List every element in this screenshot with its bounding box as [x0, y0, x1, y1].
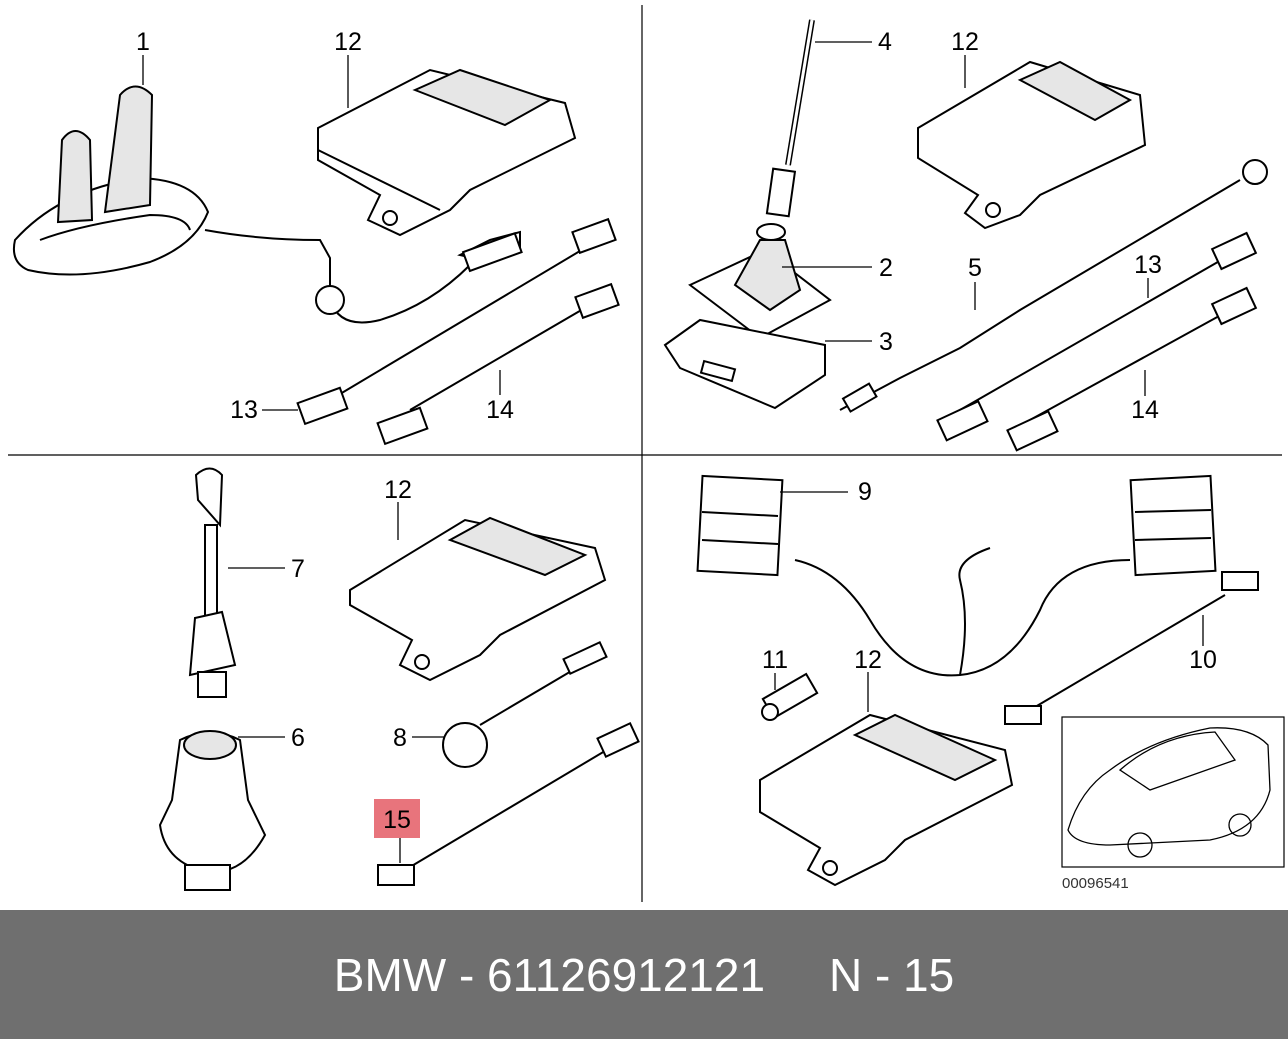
label-13-q1: 13 — [230, 396, 258, 424]
label-13-q2: 13 — [1134, 251, 1162, 279]
cable-15-icon — [377, 722, 640, 886]
parts-diagram: 1 12 13 14 4 12 2 3 5 13 14 7 12 6 8 15 … — [8, 5, 1285, 902]
cable-13-q2-icon — [936, 231, 1258, 442]
module-box-q1-icon — [317, 68, 577, 237]
label-14-q2: 14 — [1131, 396, 1159, 424]
cable-5-icon — [839, 159, 1268, 413]
label-7: 7 — [291, 555, 305, 583]
antenna-base-2-icon — [688, 223, 832, 340]
quadrant-dividers — [8, 5, 1282, 902]
label-12-q2: 12 — [951, 28, 979, 56]
module-box-q4-icon — [759, 713, 1014, 887]
label-1: 1 — [136, 28, 150, 56]
rod-antenna-icon — [765, 19, 815, 218]
label-6: 6 — [291, 724, 305, 752]
label-9: 9 — [858, 478, 872, 506]
footer-bar: BMW - 61126912121 N - 15 — [0, 910, 1288, 1039]
label-12-q1: 12 — [334, 28, 362, 56]
part-number-text: BMW - 61126912121 N - 15 — [333, 948, 955, 1001]
cable-10-icon — [1004, 571, 1259, 725]
label-12-q3: 12 — [384, 476, 412, 504]
cable-14-q2-icon — [1006, 286, 1258, 452]
label-5: 5 — [968, 254, 982, 282]
window-antenna-left-icon — [696, 474, 784, 577]
roof-antenna-icon — [12, 85, 210, 276]
label-3: 3 — [879, 328, 893, 356]
label-11: 11 — [762, 646, 788, 674]
antenna-base-6-icon — [158, 730, 267, 891]
antenna-cable-plug-icon — [315, 230, 523, 315]
label-15: 15 — [383, 806, 411, 834]
window-antenna-right-icon — [1129, 474, 1217, 577]
antenna-cable-icon — [204, 229, 471, 324]
module-box-q3-icon — [349, 516, 607, 682]
car-inset-icon — [1061, 716, 1285, 868]
label-8: 8 — [393, 724, 407, 752]
highlight-box-15 — [374, 799, 420, 838]
connector-11-icon — [761, 672, 819, 721]
label-2: 2 — [879, 254, 893, 282]
antenna-pad-3-icon — [663, 318, 826, 410]
label-4: 4 — [878, 28, 892, 56]
cable-8-icon — [442, 640, 608, 768]
antenna-mast-7-icon — [188, 467, 237, 698]
leader-lines — [142, 41, 1204, 863]
callout-labels: 1 12 13 14 4 12 2 3 5 13 14 7 12 6 8 15 … — [136, 28, 1217, 834]
diagram-ref-number: 00096541 — [1062, 875, 1129, 892]
harness-9-icon — [794, 547, 1131, 677]
cable-13-q1-icon — [296, 217, 617, 426]
label-10: 10 — [1189, 646, 1217, 674]
cable-14-q1-icon — [376, 282, 620, 446]
module-box-q2-icon — [917, 60, 1147, 230]
label-12-q4: 12 — [854, 646, 882, 674]
label-14-q1: 14 — [486, 396, 514, 424]
